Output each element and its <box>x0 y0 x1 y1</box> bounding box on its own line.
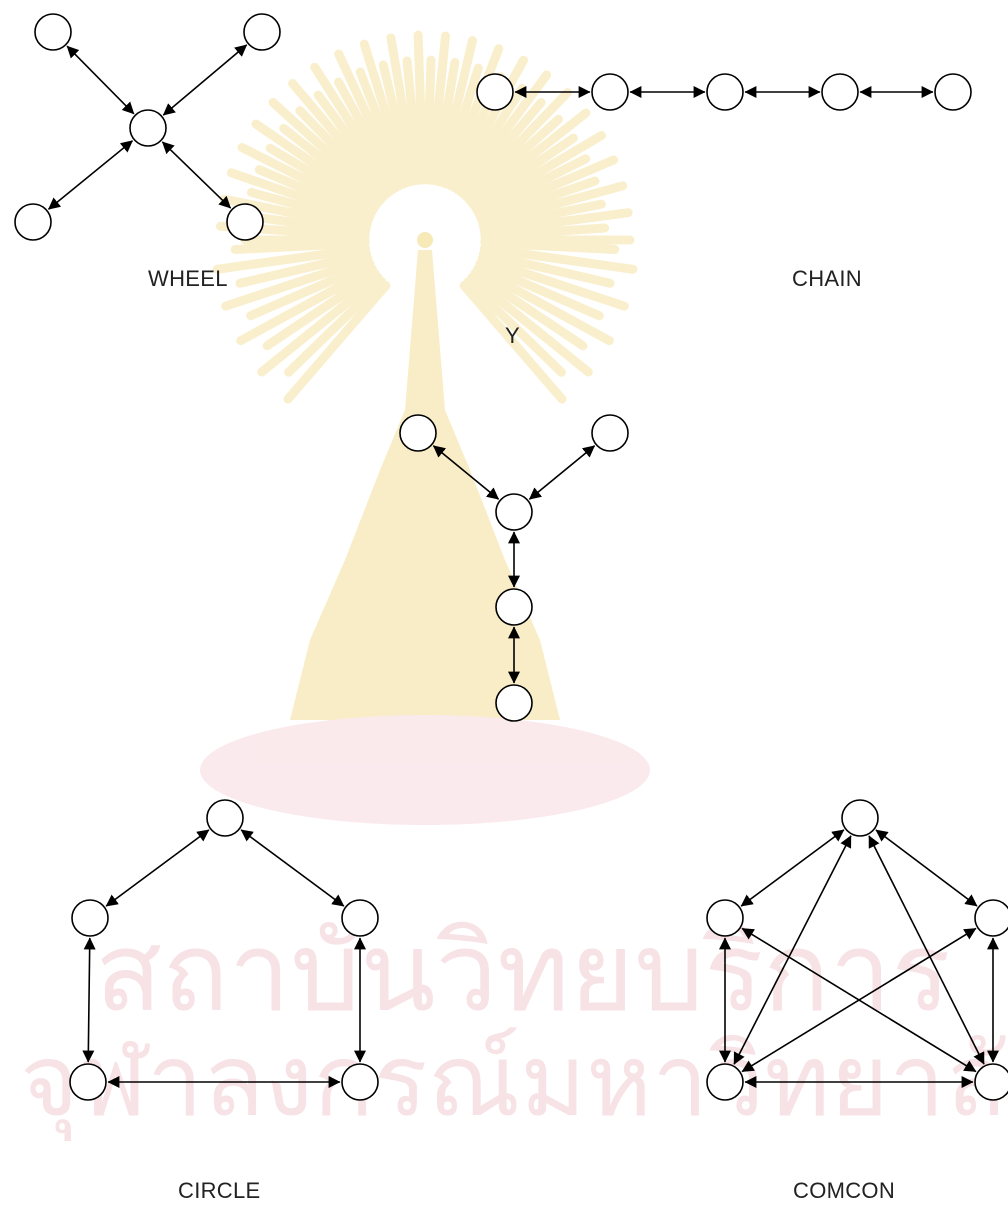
wheel-edge-3 <box>49 141 133 210</box>
y-node-2 <box>592 415 628 451</box>
label-y: Y <box>505 323 520 349</box>
y-edge-2 <box>529 446 594 500</box>
comcon-edge-2 <box>876 830 977 906</box>
y-node-1 <box>400 415 436 451</box>
chain-node-3 <box>707 74 743 110</box>
wheel-edge-2 <box>163 45 246 115</box>
circle-node-2 <box>72 900 108 936</box>
circle-node-1 <box>207 800 243 836</box>
label-chain: CHAIN <box>792 266 862 292</box>
wheel-edge-1 <box>67 46 134 114</box>
circle-node-4 <box>70 1064 106 1100</box>
label-circle: CIRCLE <box>178 1178 261 1204</box>
wheel-node-4 <box>15 204 51 240</box>
watermark-line1: สถาบันวิทยบริการ <box>95 908 951 1036</box>
watermark-ray <box>418 35 423 180</box>
chain-node-2 <box>592 74 628 110</box>
wheel-node-3 <box>130 110 166 146</box>
wheel-node-1 <box>35 14 71 50</box>
comcon-node-4 <box>707 1064 743 1100</box>
y-node-5 <box>496 685 532 721</box>
circle-node-5 <box>342 1064 378 1100</box>
comcon-node-3 <box>975 900 1008 936</box>
circle-edge-1 <box>106 830 209 906</box>
y-node-4 <box>496 589 532 625</box>
comcon-edge-1 <box>741 830 844 906</box>
y-node-3 <box>496 494 532 530</box>
label-wheel: WHEEL <box>148 266 228 292</box>
wheel-node-5 <box>227 204 263 240</box>
chain-node-5 <box>935 74 971 110</box>
label-comcon: COMCON <box>793 1178 895 1204</box>
watermark-text: สถาบันวิทยบริการ จุฬาลงกรณ์มหาวิทยาลัย <box>20 908 1008 1142</box>
chain-node-1 <box>477 74 513 110</box>
comcon-node-2 <box>707 900 743 936</box>
circle-edge-2 <box>241 830 344 906</box>
wheel-node-2 <box>244 14 280 50</box>
comcon-node-1 <box>842 800 878 836</box>
comcon-node-5 <box>975 1064 1008 1100</box>
wheel-edge-4 <box>162 142 230 208</box>
circle-node-3 <box>342 900 378 936</box>
chain-node-4 <box>822 74 858 110</box>
